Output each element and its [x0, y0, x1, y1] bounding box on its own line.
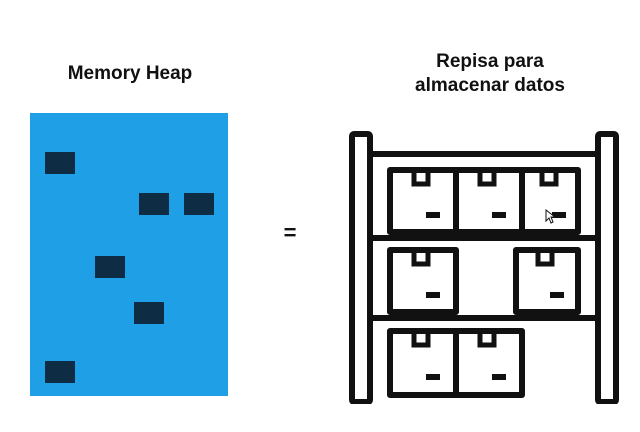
box-label: [552, 212, 566, 218]
heap-block: [134, 302, 164, 324]
heap-block: [45, 152, 75, 174]
box: [387, 247, 459, 315]
box-tape: [411, 247, 431, 267]
heap-title: Memory Heap: [67, 63, 193, 84]
box: [453, 167, 525, 235]
box: [387, 167, 459, 235]
box-tape: [411, 328, 431, 348]
box: [387, 328, 459, 398]
box-label: [426, 374, 440, 380]
box: [519, 167, 581, 235]
heap-block: [45, 361, 75, 383]
equals-sign: =: [283, 220, 297, 245]
box-label: [492, 212, 506, 218]
box-label: [492, 374, 506, 380]
heap-block: [184, 193, 214, 215]
shelf-right-post: [595, 131, 619, 404]
memory-heap-panel: [30, 113, 228, 396]
box-tape: [539, 167, 559, 187]
shelf-row-3: [387, 328, 525, 398]
warehouse-shelf-with-boxes-icon: [349, 131, 619, 404]
box-label: [426, 292, 440, 298]
shelf-left-post: [349, 131, 373, 404]
box-tape: [411, 167, 431, 187]
box-tape: [477, 328, 497, 348]
box: [513, 247, 581, 315]
mouse-pointer-icon: [545, 208, 557, 224]
shelf-row-1: [387, 167, 581, 235]
box: [453, 328, 525, 398]
box-tape: [535, 247, 555, 267]
shelf-title-line-2: almacenar datos: [415, 75, 565, 96]
heap-block: [95, 256, 125, 278]
heap-block: [139, 193, 169, 215]
shelf-title-line-1: Repisa para: [436, 51, 544, 72]
box-tape: [477, 167, 497, 187]
box-label: [550, 292, 564, 298]
box-label: [426, 212, 440, 218]
shelf-title: Repisa para almacenar datos: [380, 50, 600, 98]
